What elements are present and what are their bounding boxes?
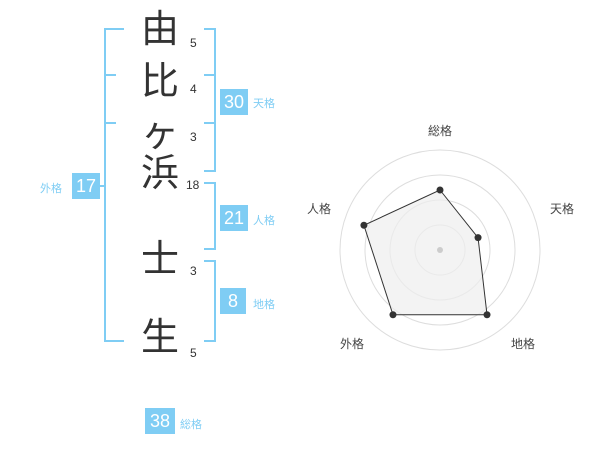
gaikaku-bracket-connector bbox=[96, 185, 106, 187]
radar-point-4 bbox=[389, 311, 397, 319]
radar-point-5 bbox=[360, 221, 368, 229]
gaikaku-bracket-tick-1 bbox=[104, 74, 116, 76]
tenkaku-bracket-tick-2 bbox=[204, 122, 216, 124]
chikaku-bracket bbox=[204, 260, 216, 342]
name-char-5: 士 bbox=[140, 237, 179, 281]
tenkaku-bracket bbox=[204, 28, 216, 172]
gaikaku-value: 17 bbox=[72, 173, 100, 199]
tenkaku-label: 天格 bbox=[253, 97, 275, 110]
radar-ring bbox=[339, 149, 541, 351]
tenkaku-value: 30 bbox=[220, 89, 248, 115]
radar-axis-label-tenkaku: 天格 bbox=[550, 202, 575, 216]
radar-axis-label-gaikaku: 外格 bbox=[340, 337, 365, 351]
jinkaku-label: 人格 bbox=[253, 214, 275, 227]
stroke-count-2: 4 bbox=[190, 82, 197, 96]
name-char-2: 比 bbox=[140, 59, 179, 103]
radar-point-1 bbox=[436, 186, 444, 194]
stroke-count-4: 18 bbox=[186, 178, 200, 192]
stroke-count-6: 5 bbox=[190, 346, 197, 360]
stroke-count-5: 3 bbox=[190, 264, 197, 278]
stroke-count-3: 3 bbox=[190, 130, 197, 144]
name-char-3: ヶ bbox=[140, 111, 179, 155]
soukaku-value: 38 bbox=[145, 408, 175, 434]
radar-center-dot bbox=[437, 247, 443, 253]
radar-axis-label-chikaku: 地格 bbox=[511, 337, 536, 351]
soukaku-label: 総格 bbox=[180, 418, 202, 431]
radar-ring bbox=[364, 174, 516, 326]
chikaku-value: 8 bbox=[220, 288, 246, 314]
radar-axis-label-jinkaku: 人格 bbox=[307, 202, 332, 216]
gaikaku-bracket-tick-2 bbox=[104, 122, 116, 124]
gaikaku-label: 外格 bbox=[40, 182, 62, 195]
radar-axis-label-soukaku: 総格 bbox=[428, 124, 453, 138]
name-char-6: 生 bbox=[140, 315, 179, 359]
radar-point-3 bbox=[483, 311, 491, 319]
radar-point-2 bbox=[474, 234, 482, 242]
stroke-count-1: 5 bbox=[190, 36, 197, 50]
jinkaku-bracket bbox=[204, 182, 216, 250]
name-char-4: 浜 bbox=[140, 151, 179, 195]
jinkaku-value: 21 bbox=[220, 205, 248, 231]
tenkaku-bracket-tick-1 bbox=[204, 74, 216, 76]
chikaku-label: 地格 bbox=[253, 298, 275, 311]
radar-area bbox=[363, 189, 488, 316]
name-char-1: 由 bbox=[140, 7, 179, 51]
